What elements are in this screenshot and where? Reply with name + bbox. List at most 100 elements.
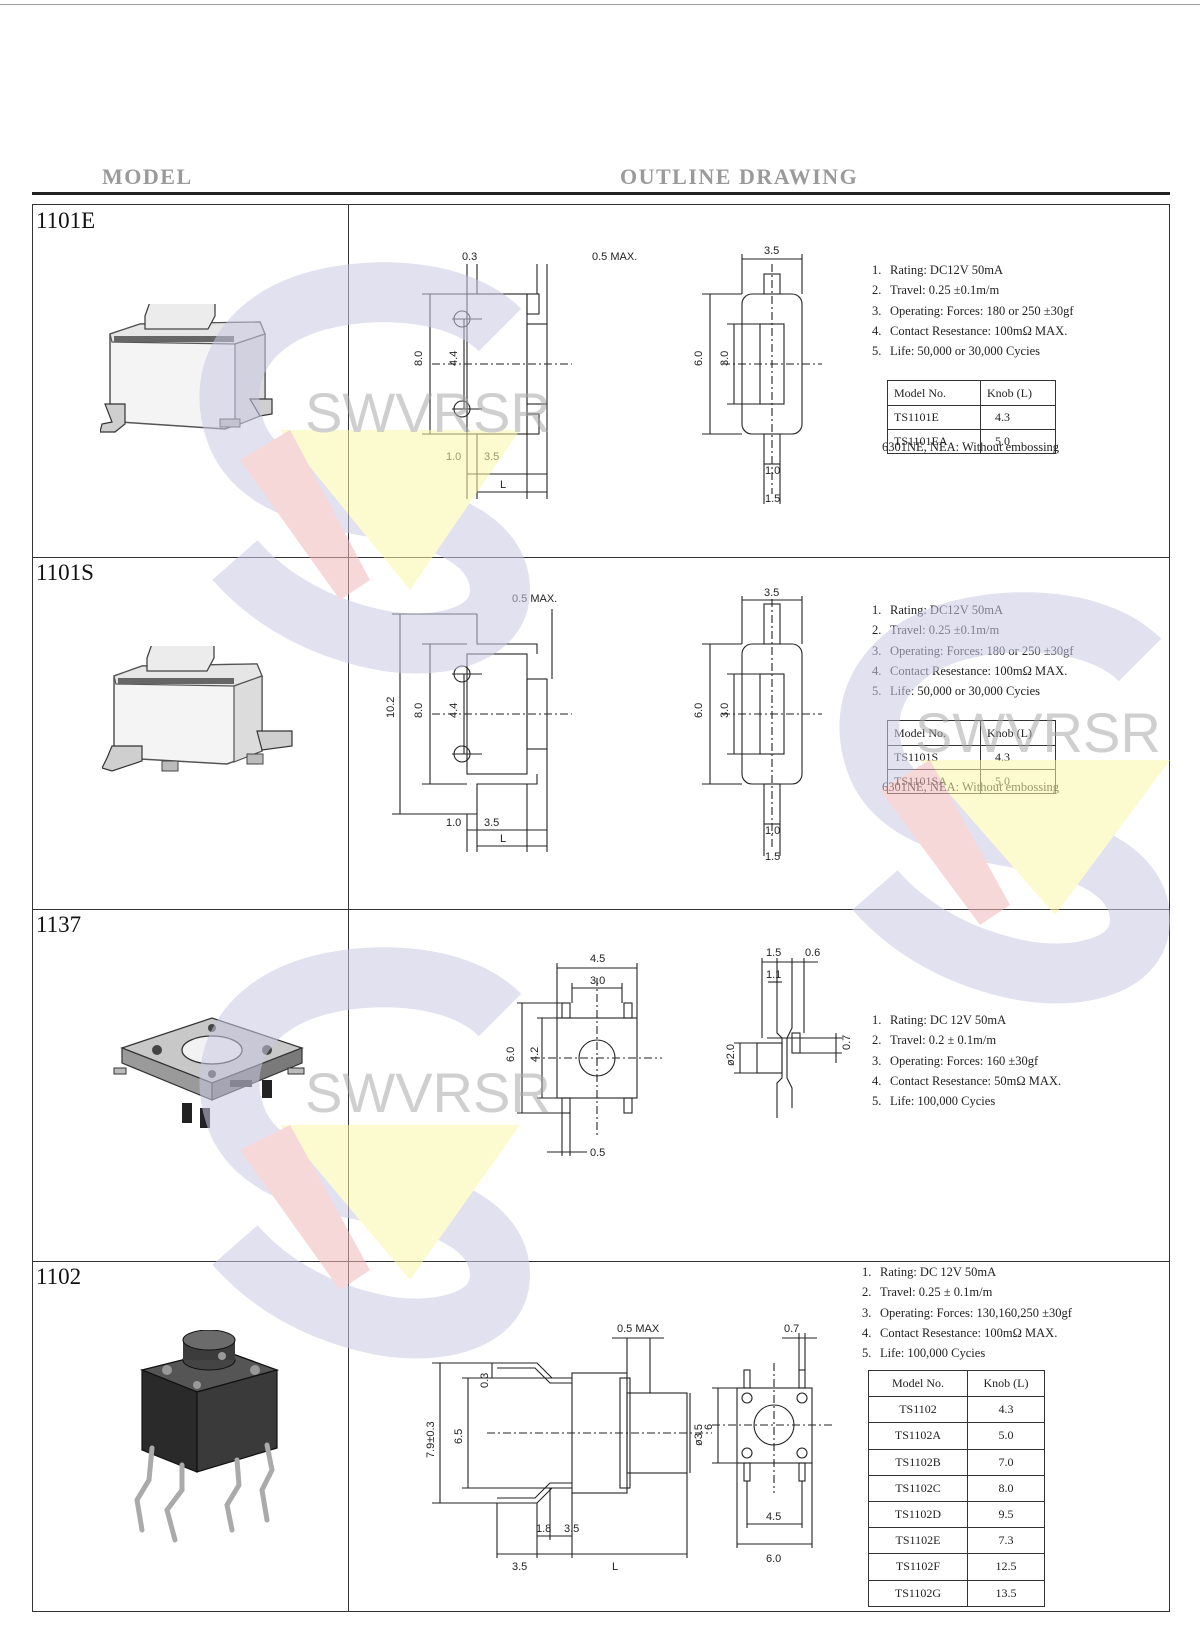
spec-list: 1.Rating: DC 12V 50mA 2.Travel: 0.2 ± 0.… bbox=[872, 1010, 1061, 1111]
dim-label: 7.9±0.3 bbox=[425, 1421, 437, 1458]
dim-label: 1.8 bbox=[536, 1523, 551, 1535]
dim-label: ø3.5 bbox=[693, 1424, 705, 1446]
dim-label: 0.5 MAX. bbox=[592, 251, 637, 263]
spec-list: 1.Rating: DC12V 50mA 2.Travel: 0.25 ±0.1… bbox=[872, 260, 1074, 361]
dim-label: L bbox=[500, 479, 506, 491]
model-column-header: MODEL bbox=[102, 164, 193, 189]
dim-label: 6.0 bbox=[766, 1553, 781, 1565]
spec-item: 1.Rating: DC12V 50mA bbox=[872, 603, 1003, 617]
dim-label: 4.2 bbox=[529, 1047, 541, 1062]
dim-label: 3.5 bbox=[484, 817, 499, 829]
dim-label: 1.5 bbox=[766, 947, 781, 959]
model-name: 1101E bbox=[36, 208, 96, 233]
dim-label: ø2.0 bbox=[725, 1044, 737, 1066]
dim-label: 1.5 bbox=[765, 493, 780, 505]
spec-item: 4.Contact Resestance: 50mΩ MAX. bbox=[872, 1073, 1062, 1088]
dim-label: 3.0 bbox=[719, 351, 731, 366]
dim-label: 3.0 bbox=[719, 703, 731, 718]
dim-label: 4.4 bbox=[448, 351, 460, 366]
switch-1137-photo bbox=[113, 1017, 305, 1128]
outline-drawing-1137: 4.5 3.0 6.0 4.2 0.5 1.5 0.6 1.1 ø2.0 0.7 bbox=[505, 947, 853, 1159]
spec-item: 5.Life: 50,000 or 30,000 Cycies bbox=[872, 684, 1040, 699]
spec-item: 1.Rating: DC12V 50mA bbox=[872, 263, 1003, 277]
spec-item: 5.Life: 100,000 Cycies bbox=[862, 1346, 986, 1361]
spec-item: 3.Operating: Forces: 130,160,250 ±30gf bbox=[862, 1305, 1072, 1320]
dim-label: 10.2 bbox=[385, 697, 397, 718]
dim-label: 0.3 bbox=[462, 251, 477, 263]
spec-item: 2.Travel: 0.25 ±0.1m/m bbox=[872, 623, 1000, 638]
spec-item: 4.Contact Resestance: 100mΩ MAX. bbox=[872, 323, 1068, 338]
dim-label: 0.3 bbox=[479, 1373, 491, 1388]
dim-label: 1.0 bbox=[765, 465, 780, 477]
spec-item: 2.Travel: 0.25 ± 0.1m/m bbox=[862, 1285, 993, 1300]
dim-label: 6 bbox=[703, 1424, 715, 1430]
spec-item: 3.Operating: Forces: 160 ±30gf bbox=[872, 1053, 1039, 1068]
dim-label: 1.1 bbox=[766, 969, 781, 981]
spec-list: 1.Rating: DC12V 50mA 2.Travel: 0.25 ±0.1… bbox=[872, 600, 1074, 701]
spec-item: 2.Travel: 0.25 ±0.1m/m bbox=[872, 283, 1000, 298]
dim-label: 3.5 bbox=[484, 451, 499, 463]
dim-label: 3.0 bbox=[590, 975, 605, 987]
spec-item: 4.Contact Resestance: 100mΩ MAX. bbox=[872, 663, 1068, 678]
dim-label: 6.5 bbox=[453, 1429, 465, 1444]
spec-list: 1.Rating: DC 12V 50mA 2.Travel: 0.25 ± 0… bbox=[862, 1262, 1072, 1363]
switch-1101s-photo bbox=[102, 646, 293, 772]
switch-1102-photo bbox=[134, 1330, 280, 1543]
dim-label: 4.4 bbox=[448, 703, 460, 718]
dim-label: 1.0 bbox=[446, 817, 461, 829]
spec-item: 2.Travel: 0.2 ± 0.1m/m bbox=[872, 1033, 997, 1048]
dim-label: 1.0 bbox=[765, 825, 780, 837]
dim-label: 6.0 bbox=[693, 703, 705, 718]
dim-label: 0.5 MAX bbox=[617, 1323, 660, 1335]
dim-label: 1.5 bbox=[765, 851, 780, 863]
model-name: 1102 bbox=[36, 1264, 82, 1289]
spec-item: 4.Contact Resestance: 100mΩ MAX. bbox=[862, 1325, 1058, 1340]
embossing-note: 6301NE, NEA: Without embossing bbox=[882, 780, 1060, 794]
dim-label: 3.5 bbox=[764, 587, 779, 599]
row-divider bbox=[33, 1261, 1169, 1262]
table-header: Knob (L) bbox=[980, 720, 1056, 746]
spec-item: 3.Operating: Forces: 180 or 250 ±30gf bbox=[872, 303, 1074, 318]
table-header: Knob (L) bbox=[980, 380, 1056, 406]
row-divider bbox=[33, 557, 1169, 558]
spec-item: 5.Life: 100,000 Cycies bbox=[872, 1094, 996, 1109]
outline-drawing-1101s: 0.5 MAX. 3.5 10.2 8.0 4.4 6.0 3.0 1.0 3.… bbox=[385, 587, 822, 863]
table-header: Model No. bbox=[887, 380, 981, 406]
header-rule bbox=[32, 192, 1170, 195]
dim-label: 0.7 bbox=[784, 1323, 799, 1335]
row-divider bbox=[33, 909, 1169, 910]
dim-label: L bbox=[500, 833, 506, 845]
row-1102: 1102 bbox=[32, 1260, 1170, 1612]
dim-label: 0.5 bbox=[590, 1147, 605, 1159]
dim-label: 4.5 bbox=[766, 1511, 781, 1523]
embossing-note: 6301NE, NEA: Without embossing bbox=[882, 440, 1060, 454]
top-rule bbox=[0, 4, 1200, 5]
dim-label: 3.5 bbox=[512, 1561, 527, 1573]
dim-label: 0.5 MAX. bbox=[512, 593, 557, 605]
outline-drawing-1101e: 0.3 0.5 MAX. 3.5 8.0 4.4 6.0 3.0 1.0 3.5… bbox=[413, 245, 822, 505]
dim-label: L bbox=[612, 1561, 618, 1573]
row-1101s: 1101S bbox=[32, 556, 1170, 908]
dim-label: 0.6 bbox=[805, 947, 820, 959]
dim-label: 1.0 bbox=[446, 451, 461, 463]
dim-label: 8.0 bbox=[413, 351, 425, 366]
row-1101e: 1101E bbox=[32, 204, 1170, 556]
dim-label: 6.0 bbox=[693, 351, 705, 366]
spec-item: 1.Rating: DC 12V 50mA bbox=[872, 1013, 1007, 1027]
table-header: Model No. bbox=[887, 720, 981, 746]
outline-drawing-1102: 0.5 MAX 7.9±0.3 6.5 0.3 ø3.5 1.8 3.5 3.5… bbox=[425, 1323, 832, 1573]
switch-1101e-photo bbox=[100, 304, 273, 433]
dim-label: 3.5 bbox=[564, 1523, 579, 1535]
table-header: Knob (L) bbox=[967, 1369, 1045, 1398]
dim-label: 0.7 bbox=[841, 1035, 853, 1050]
